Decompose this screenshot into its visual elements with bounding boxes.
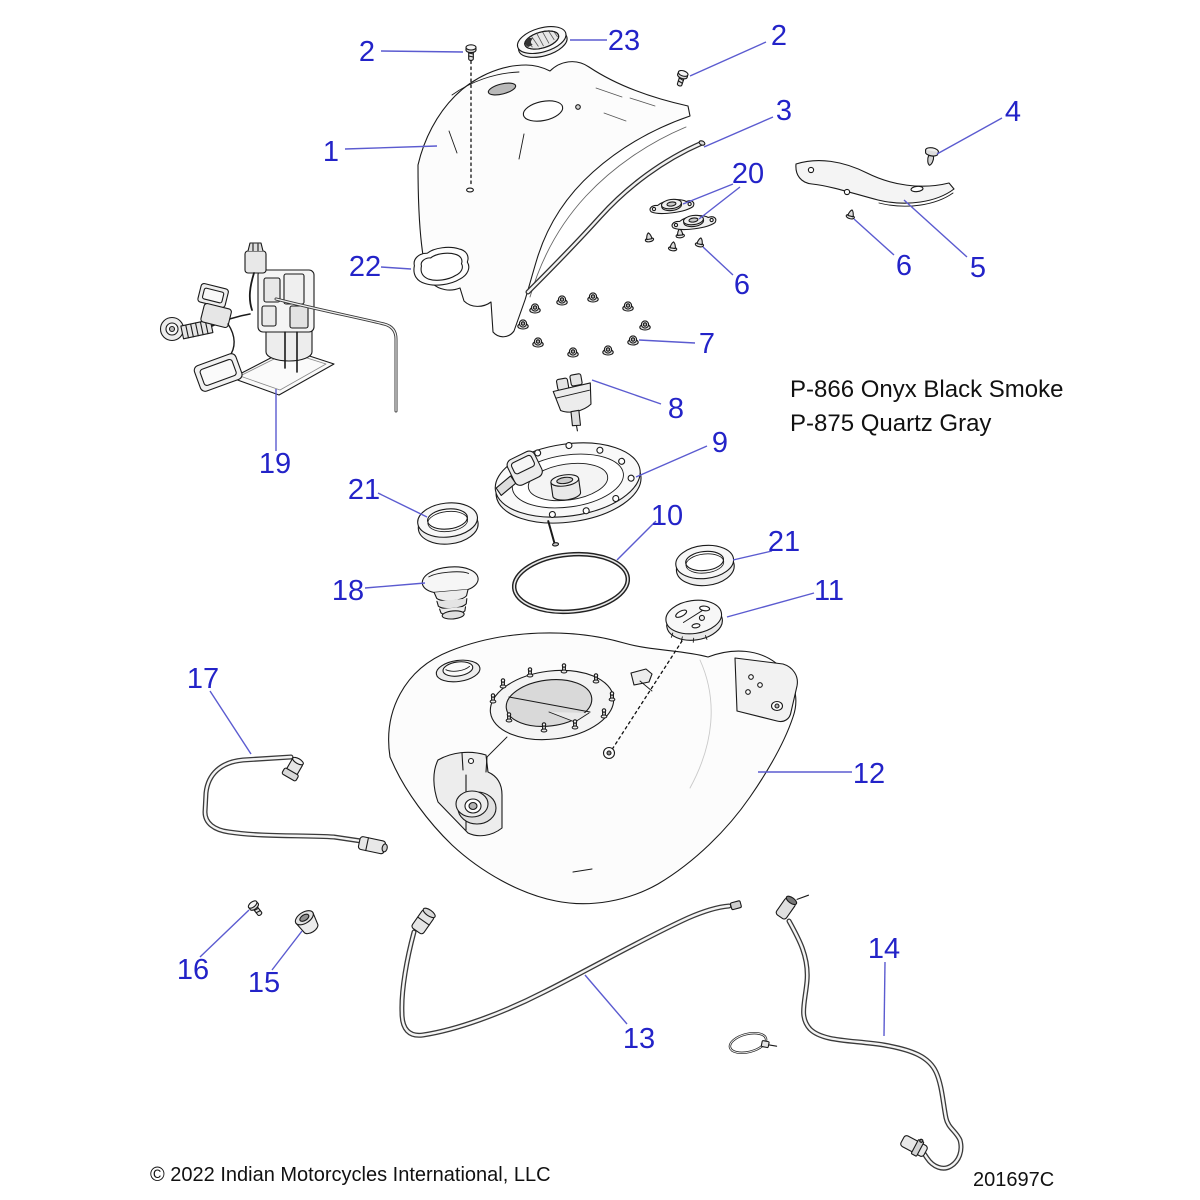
pump-opening	[489, 663, 616, 741]
part-17-fuel-line-crossover	[202, 754, 388, 855]
part-8-rollover-valve	[552, 373, 592, 432]
callout-13: 13	[623, 1023, 655, 1055]
part-22-console-gasket	[413, 246, 470, 286]
callout-21-left: 21	[348, 474, 380, 506]
callout-23: 23	[608, 25, 640, 57]
leader-20b	[698, 186, 741, 220]
part-21-seal-right	[675, 544, 735, 587]
leader-4	[936, 117, 1003, 155]
part-4-push-rivet	[925, 147, 939, 166]
part-13-fuel-line	[399, 900, 742, 1038]
color-note-line1: P-866 Onyx Black Smoke	[790, 376, 1063, 403]
callout-15: 15	[248, 967, 280, 999]
part-11-cap-cover	[665, 599, 723, 643]
leader-11	[726, 592, 815, 618]
alignment-dashed-lines	[470, 60, 683, 749]
callout-12: 12	[853, 758, 885, 790]
callout-8: 8	[668, 393, 684, 425]
part-9-fuel-pump-flange	[494, 441, 642, 547]
part-3-trim-seal	[525, 140, 706, 295]
leader-2b	[689, 41, 767, 77]
callout-labels: 1 2 23 2 3 4 20 5 6 6 22 7 8 9 19 21 10 …	[177, 20, 1021, 1055]
part-14-vent-line	[775, 894, 964, 1171]
callout-1: 1	[323, 136, 339, 168]
cap-hinge-clip	[630, 668, 653, 686]
callout-2-right: 2	[771, 20, 787, 52]
part-6-rivets	[643, 208, 857, 252]
part-5-bracket	[795, 160, 955, 207]
leader-18	[364, 582, 426, 589]
part-cable-tie	[728, 1031, 778, 1055]
leader-20a	[682, 183, 734, 205]
leader-17	[209, 690, 252, 755]
callout-6-left: 6	[734, 269, 750, 301]
callout-5: 5	[970, 252, 986, 284]
callout-3: 3	[776, 95, 792, 127]
callout-18: 18	[332, 575, 364, 607]
callout-10: 10	[651, 500, 683, 532]
leader-14	[883, 961, 886, 1037]
callout-leaders	[199, 39, 1003, 1037]
leader-10	[616, 520, 657, 561]
callout-7: 7	[699, 328, 715, 360]
callout-4: 4	[1005, 96, 1021, 128]
leader-15	[271, 930, 303, 971]
part-7-flange-nuts	[517, 292, 651, 358]
part-20-clip-a	[648, 195, 696, 217]
callout-19: 19	[259, 448, 291, 480]
part-23-emblem	[516, 26, 568, 58]
callout-2-left: 2	[359, 36, 375, 68]
copyright-text: © 2022 Indian Motorcycles International,…	[150, 1164, 551, 1186]
callout-22: 22	[349, 251, 381, 283]
leader-5	[903, 199, 968, 258]
part-12-fuel-tank	[388, 632, 798, 905]
callout-20: 20	[732, 158, 764, 190]
part-1-console-cover	[417, 61, 691, 338]
filler-neck-opening	[435, 659, 481, 683]
part-2-screw-left	[465, 44, 477, 61]
part-18-fuel-cap	[421, 566, 479, 620]
part-19-fuel-pump-assembly	[159, 242, 398, 413]
rear-mount-plate	[734, 657, 798, 723]
callout-21-right: 21	[768, 526, 800, 558]
part-15-grommet	[294, 910, 319, 935]
callout-14: 14	[868, 933, 900, 965]
callout-6-right: 6	[896, 250, 912, 282]
leader-22	[380, 266, 412, 270]
leader-7	[638, 339, 696, 344]
leader-21b	[732, 550, 773, 561]
part-10-oring-seal	[511, 551, 631, 615]
callout-11: 11	[814, 575, 844, 607]
part-20-clip-b	[670, 211, 718, 233]
leader-3	[703, 116, 774, 148]
part-2-screw-right	[673, 68, 690, 88]
color-note-line2: P-875 Quartz Gray	[790, 410, 991, 437]
leader-21a	[377, 492, 428, 518]
leader-6a	[853, 218, 895, 256]
callout-17: 17	[187, 663, 219, 695]
leader-16	[199, 909, 250, 958]
document-number: 201697C	[973, 1169, 1054, 1191]
callout-16: 16	[177, 954, 209, 986]
leader-6b	[702, 246, 734, 276]
front-mount-bracket	[433, 736, 508, 837]
leader-1	[344, 145, 438, 150]
leader-9	[635, 445, 708, 478]
leader-2a	[380, 50, 464, 53]
leader-13	[584, 974, 628, 1025]
part-16-screw	[246, 898, 266, 919]
part-21-seal-left	[417, 502, 479, 545]
callout-9: 9	[712, 427, 728, 459]
leader-8	[591, 379, 662, 405]
screw-hole	[466, 187, 474, 193]
